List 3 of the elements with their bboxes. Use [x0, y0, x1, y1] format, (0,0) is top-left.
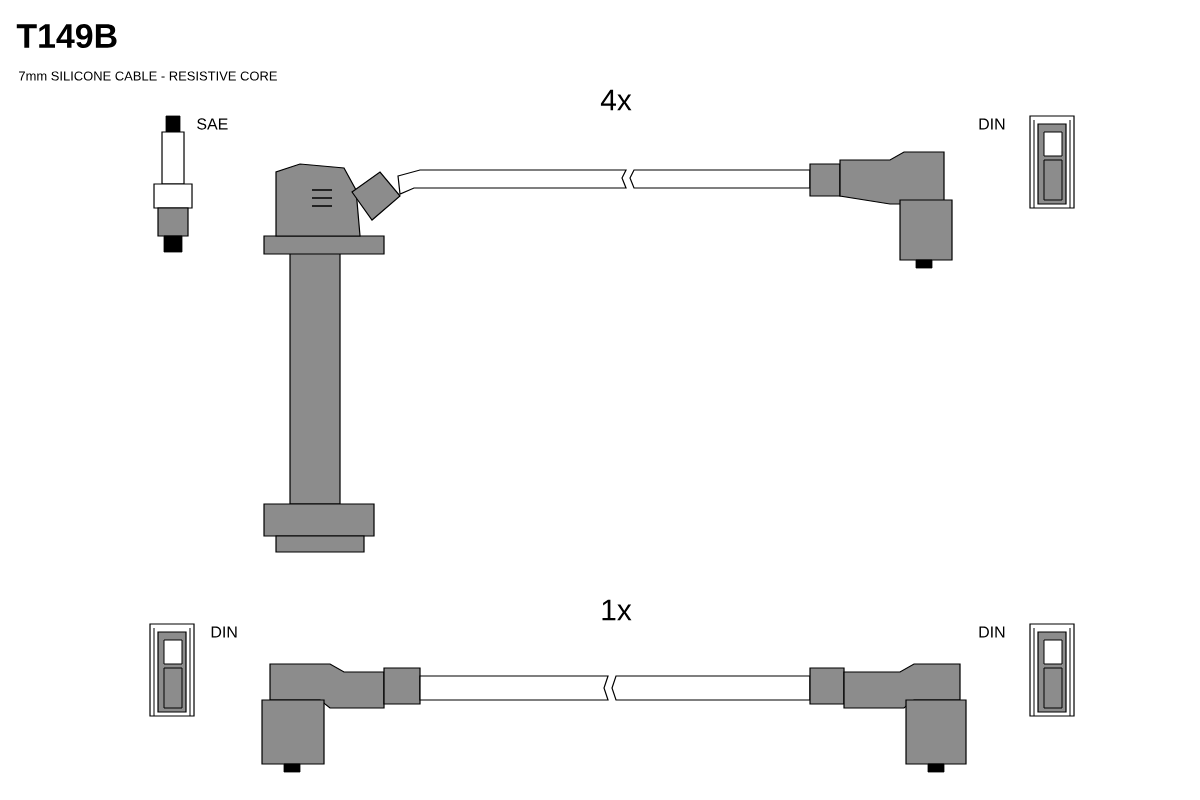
quantity-label: 4x	[600, 89, 632, 111]
quantity-label: 1x	[602, 599, 632, 621]
part-number: T149B	[16, 24, 117, 48]
